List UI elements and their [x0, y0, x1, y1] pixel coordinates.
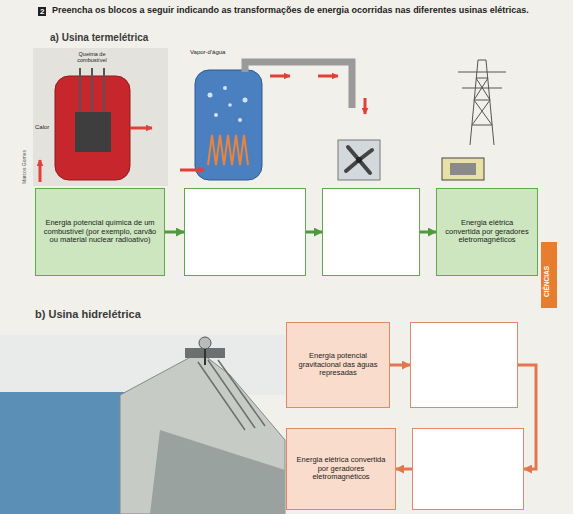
box-text: Energia elétrica convertida por geradore…	[293, 456, 389, 483]
transmission-tower	[470, 60, 494, 145]
turbine-illustration	[346, 147, 372, 173]
boiler-illustration	[228, 103, 232, 107]
dam-illustration	[0, 335, 285, 514]
reactor-illustration	[130, 127, 152, 130]
reactor-illustration	[75, 112, 111, 152]
box-text: Energia potencial gravitacional das água…	[293, 352, 383, 379]
boiler-illustration	[195, 70, 262, 180]
boiler-illustration	[223, 86, 227, 90]
question-number: 2	[38, 7, 46, 16]
boiler-illustration	[245, 62, 352, 108]
section-heading: b) Usina hidrelétrica	[35, 308, 141, 321]
dam-illustration	[150, 430, 285, 514]
energy-box: Energia potencial gravitacional das água…	[286, 322, 390, 408]
energy-box	[322, 188, 420, 276]
side-tab-label: CIÊNCIAS	[543, 266, 550, 297]
dam-illustration	[120, 352, 285, 514]
energy-box	[184, 188, 306, 276]
boiler-illustration	[364, 98, 367, 114]
boiler-illustration	[270, 75, 290, 78]
part-label: Vapor-d'água	[190, 49, 225, 56]
energy-arrow	[420, 231, 436, 234]
transmission-tower	[458, 72, 506, 88]
energy-box: Energia elétrica convertida por geradore…	[286, 428, 396, 510]
energy-box	[412, 428, 524, 510]
energy-arrow	[165, 231, 184, 234]
part-label: Queima de combustível	[66, 51, 118, 64]
energy-box: Energia potencial química de um combustí…	[35, 188, 165, 276]
boiler-illustration	[180, 62, 365, 180]
reactor-illustration	[79, 68, 81, 118]
turbine-illustration	[356, 157, 362, 163]
dam-illustration	[198, 360, 265, 430]
boiler-illustration	[208, 135, 248, 165]
turbine-illustration	[338, 140, 380, 180]
boiler-illustration	[238, 118, 242, 122]
generator-illustration	[442, 158, 484, 180]
energy-arrow	[390, 364, 410, 367]
energy-arrow	[396, 468, 412, 471]
reactor-illustration	[33, 48, 168, 186]
reactor-illustration	[33, 48, 168, 186]
boiler-illustration	[243, 98, 248, 103]
boiler-illustration	[180, 169, 204, 172]
energy-box	[410, 322, 518, 408]
part-label: Calor	[35, 124, 49, 131]
credit-watermark: Marcos Gomes	[22, 150, 28, 184]
boiler-illustration	[214, 113, 218, 117]
question-title: Preencha os blocos a seguir indicando as…	[52, 5, 537, 16]
side-tab	[541, 242, 557, 308]
boiler-illustration	[318, 75, 338, 78]
reactor-illustration	[103, 68, 105, 118]
turbine-illustration	[338, 140, 380, 180]
generator-illustration	[442, 158, 484, 180]
box-text: Energia potencial química de um combustí…	[42, 219, 158, 246]
energy-arrow	[306, 231, 322, 234]
generator-illustration	[450, 163, 476, 175]
boiler-illustration	[208, 93, 213, 98]
dam-illustration	[204, 349, 206, 365]
box-text: Energia elétrica convertida por geradore…	[443, 219, 531, 246]
transmission-tower	[458, 60, 506, 145]
energy-box: Energia elétrica convertida por geradore…	[436, 188, 538, 276]
section-heading: a) Usina termelétrica	[50, 32, 148, 44]
reactor-illustration	[39, 160, 42, 182]
dam-illustration	[199, 337, 211, 349]
reactor-illustration	[91, 68, 93, 118]
